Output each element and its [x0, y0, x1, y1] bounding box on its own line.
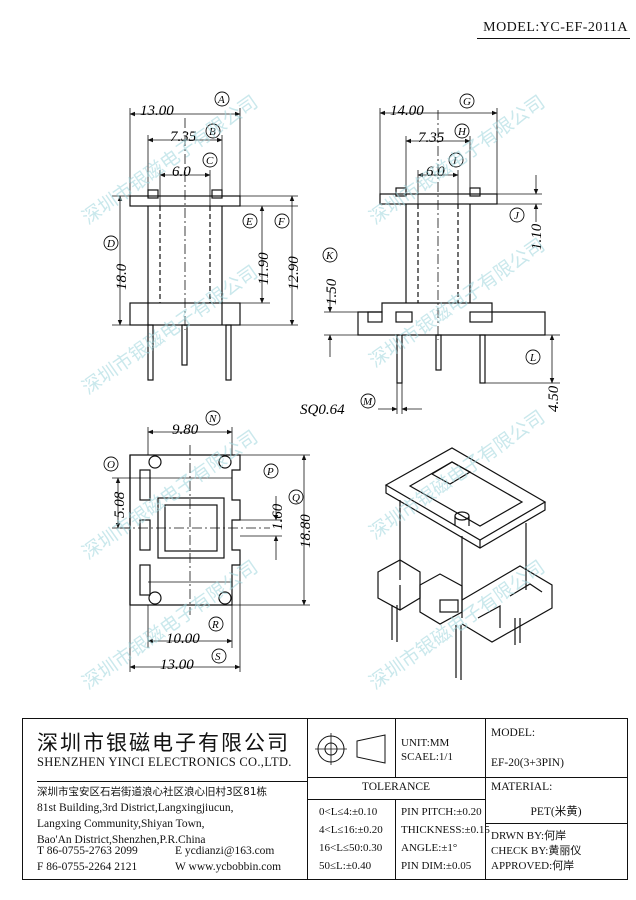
dim-g-value: 14.00	[390, 103, 424, 119]
ref-d: D	[106, 238, 115, 250]
tolerance-list: 0<L≤4:±0.10 4<L≤16:±0.20 16<L≤50:0.30 50…	[319, 803, 383, 875]
title-block: 深圳市银磁电子有限公司 SHENZHEN YINCI ELECTRONICS C…	[22, 718, 628, 880]
projection-symbol	[315, 733, 386, 765]
ref-q: Q	[292, 492, 300, 504]
ref-o: O	[107, 459, 115, 471]
dim-l-value: 4.50	[546, 385, 562, 412]
technical-drawing: 13.00 7.35 6.0 18.0 11.90 12.90 A B C D …	[78, 91, 562, 694]
tel: T 86-0755-2763 2099	[37, 845, 138, 857]
ref-p: P	[266, 466, 274, 478]
dim-m-value: SQ0.64	[300, 402, 345, 418]
address-block: 深圳市宝安区石岩街道浪心社区浪心旧村3区81栋 81st Building,3r…	[37, 781, 307, 848]
dim-p-value: 1.60	[270, 503, 286, 530]
spec-item: PIN DIM:±0.05	[401, 860, 472, 872]
dim-s-value: 13.00	[160, 657, 194, 673]
dim-e-value: 11.90	[256, 252, 272, 285]
tolerance-item: 4<L≤16:±0.20	[319, 824, 383, 836]
ref-f: F	[277, 216, 285, 228]
drawn-by: DRWN BY:何岸	[491, 830, 567, 842]
watermarks: 深圳市银磁电子有限公司 深圳市银磁电子有限公司 深圳市银磁电子有限公司 深圳市银…	[78, 91, 549, 694]
dim-o-value: 5.08	[112, 491, 128, 518]
address-cn: 深圳市宝安区石岩街道浪心社区浪心旧村3区81栋	[37, 786, 268, 798]
dim-d-value: 18.0	[114, 263, 130, 290]
ref-e: E	[245, 216, 253, 228]
material-value: PET(米黄)	[530, 806, 582, 818]
scale-label: SCAEL:1/1	[401, 751, 453, 763]
isometric-view	[377, 447, 553, 680]
ref-h: H	[457, 126, 467, 138]
signatures: DRWN BY:何岸 CHECK BY:黄丽仪 APPROVED:何岸	[491, 829, 581, 874]
tolerance-item: 0<L≤4:±0.10	[319, 806, 378, 818]
ref-r: R	[211, 619, 219, 631]
dim-r-value: 10.00	[166, 631, 200, 647]
ref-n: N	[208, 413, 217, 425]
unit-label: UNIT:MM	[401, 737, 450, 749]
bottom-view	[103, 410, 310, 672]
model-value: EF-20(3+3PIN)	[491, 757, 564, 769]
dim-n-value: 9.80	[172, 422, 199, 438]
ref-i: I	[452, 155, 458, 167]
ref-g: G	[463, 96, 471, 108]
watermark: 深圳市银磁电子有限公司	[78, 426, 262, 564]
dim-f-value: 12.90	[286, 256, 302, 290]
ref-k: K	[325, 250, 334, 262]
check-by: CHECK BY:黄丽仪	[491, 845, 582, 857]
spec-list: PIN PITCH:±0.20 THICKNESS:±0.15 ANGLE:±1…	[401, 803, 490, 875]
ref-l: L	[529, 352, 536, 364]
ref-j: J	[514, 210, 520, 222]
spec-item: ANGLE:±1°	[401, 842, 458, 854]
dim-b-value: 7.35	[170, 129, 197, 145]
fax: F 86-0755-2264 2121	[37, 861, 138, 873]
dim-q-value: 18.80	[298, 514, 314, 548]
dim-c-value: 6.0	[172, 164, 191, 180]
model-label: MODEL:YC-EF-2011A	[477, 20, 630, 39]
company-name-cn: 深圳市银磁电子有限公司	[37, 731, 290, 755]
address-en-line: 81st Building,3rd District,Langxingjiucu…	[37, 802, 234, 814]
ref-s: S	[215, 651, 221, 663]
dim-k-value: 1.50	[324, 278, 340, 305]
model-heading: MODEL:	[491, 727, 536, 739]
spec-item: PIN PITCH:±0.20	[401, 806, 482, 818]
tolerance-heading: TOLERANCE	[361, 781, 431, 793]
material-heading: MATERIAL:	[491, 781, 553, 793]
ref-b: B	[209, 126, 216, 138]
side-view	[322, 93, 560, 414]
website: W www.ycbobbin.com	[175, 861, 282, 873]
dim-i-value: 6.0	[426, 164, 445, 180]
approved-by: APPROVED:何岸	[491, 860, 575, 872]
tolerance-item: 16<L≤50:0.30	[319, 842, 383, 854]
address-en-line: Bao'An District,Shenzhen,P.R.China	[37, 834, 206, 846]
dim-a-value: 13.00	[140, 103, 174, 119]
watermark: 深圳市银磁电子有限公司	[78, 261, 262, 399]
watermark: 深圳市银磁电子有限公司	[78, 556, 262, 694]
dim-j-value: 1.10	[529, 223, 545, 250]
spec-item: THICKNESS:±0.15	[401, 824, 490, 836]
ref-c: C	[206, 155, 214, 167]
company-name-en: SHENZHEN YINCI ELECTRONICS CO.,LTD.	[37, 755, 292, 769]
address-en-line: Langxing Community,Shiyan Town,	[37, 818, 205, 830]
front-view	[103, 91, 298, 381]
tolerance-item: 50≤L:±0.40	[319, 860, 372, 872]
ref-a: A	[217, 94, 225, 106]
email: E ycdianzi@163.com	[175, 845, 275, 857]
ref-m: M	[362, 396, 373, 408]
dim-h-value: 7.35	[418, 130, 445, 146]
